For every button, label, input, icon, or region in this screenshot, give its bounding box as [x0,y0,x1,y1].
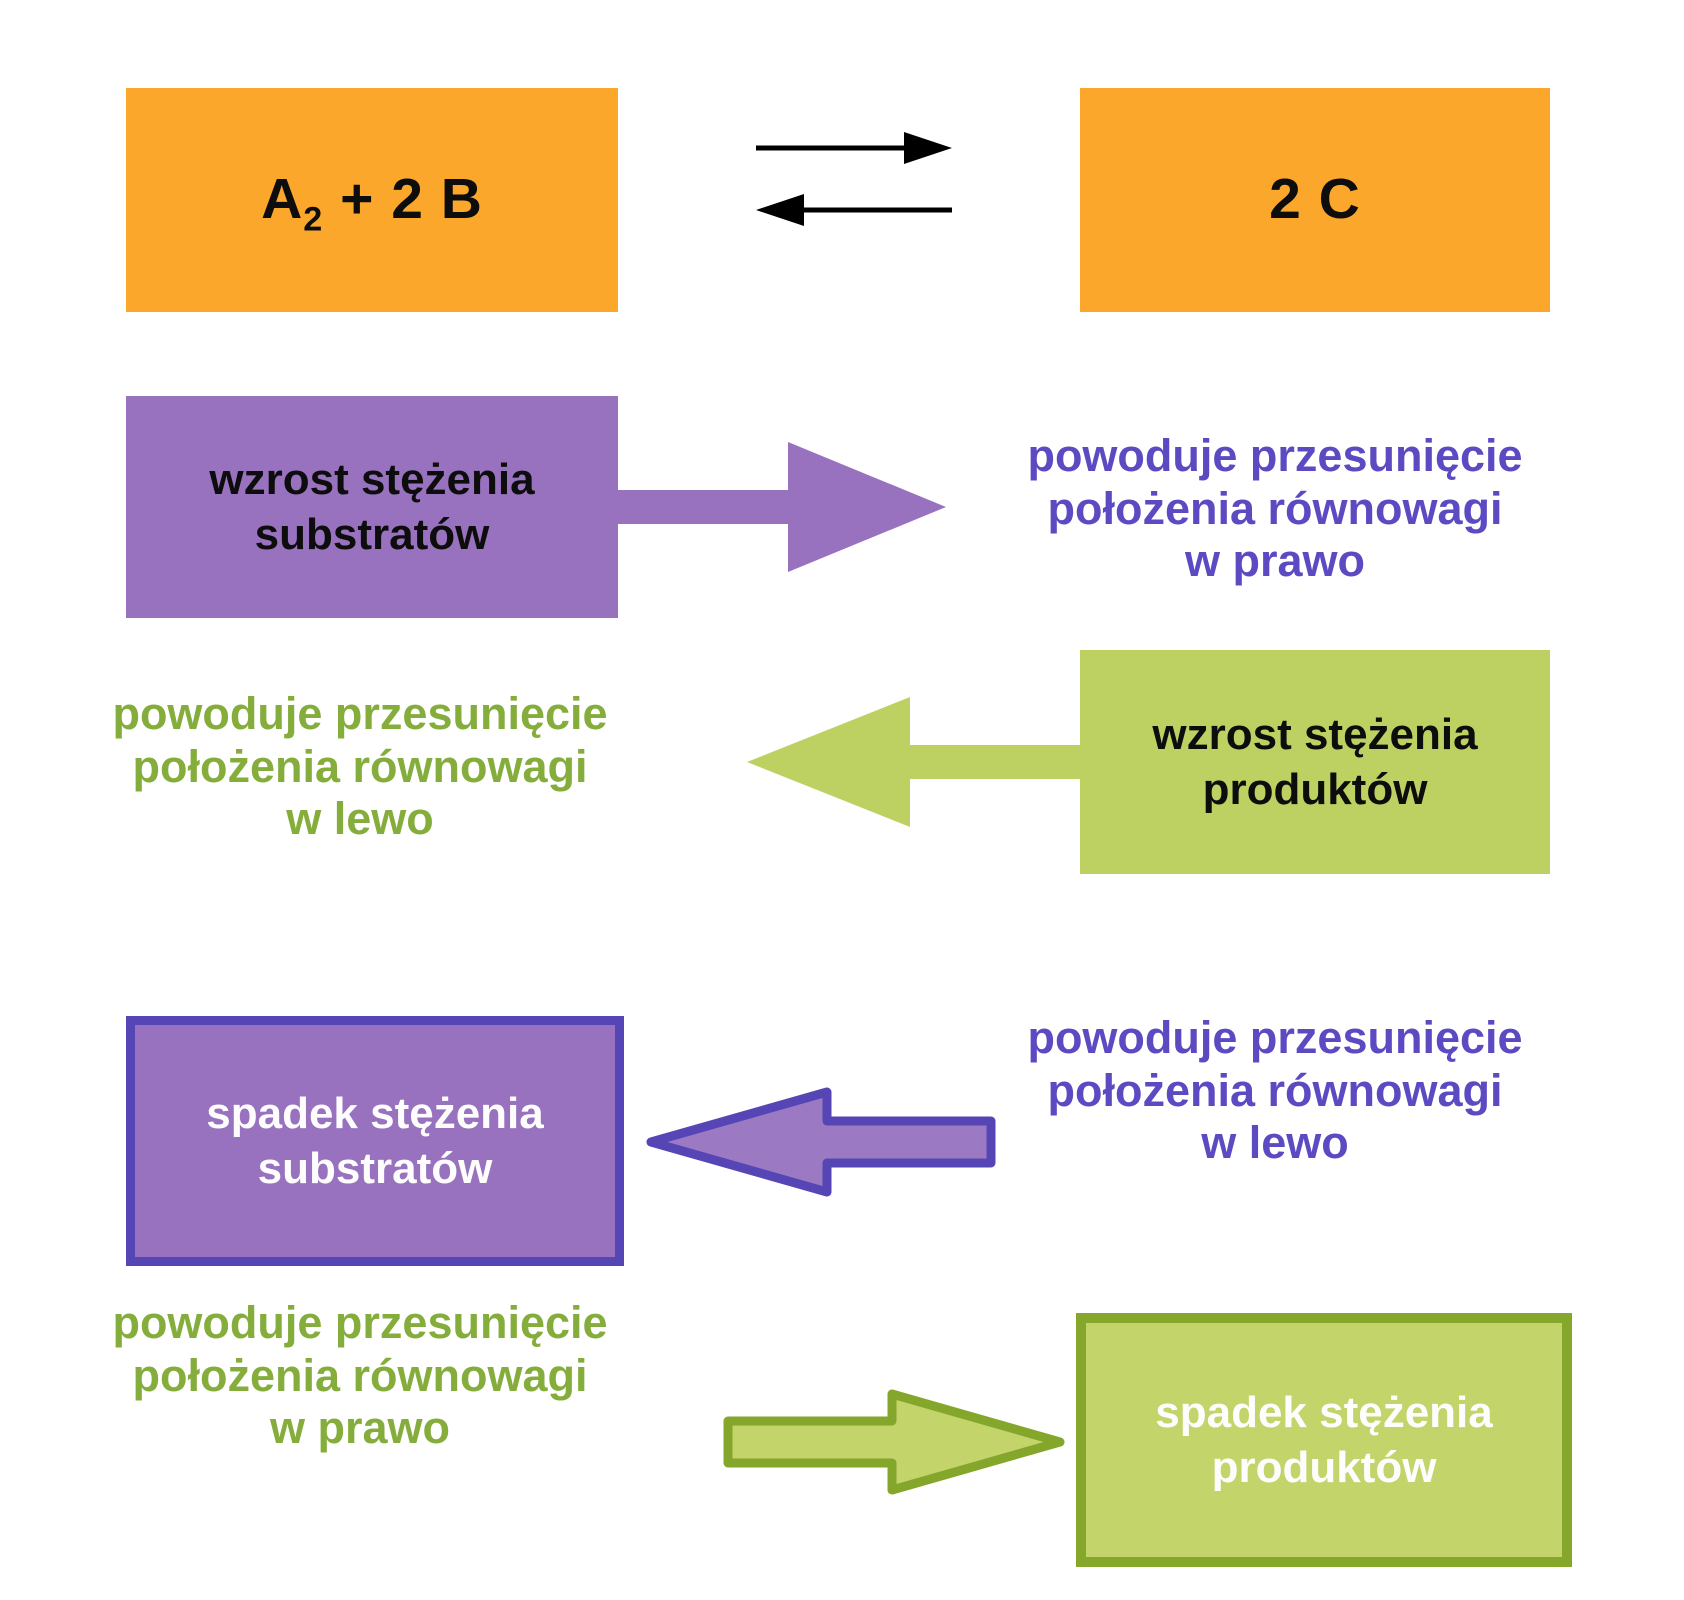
effect-line: powoduje przesunięcie [112,1297,608,1348]
outlined-arrow-left-icon [646,1087,996,1197]
substrate-symbol: A [261,167,304,232]
cause-line: substratów [254,510,490,559]
cause-line: substratów [257,1144,493,1193]
cause-line: spadek stężenia [206,1089,544,1138]
cause-box-decrease-substrates: spadek stężenia substratów [126,1016,624,1266]
effect-line: w prawo [269,1402,451,1454]
effect-text-shift-left: powoduje przesunięcie położenia równowag… [80,688,640,846]
effect-line: położenia równowagi [1047,1064,1503,1116]
cause-line: produktów [1211,1443,1437,1492]
effect-text-shift-right: powoduje przesunięcie położenia równowag… [1000,430,1550,588]
effect-line: powoduje przesunięcie [112,688,608,739]
effect-text-shift-right-2: powoduje przesunięcie położenia równowag… [80,1297,640,1455]
cause-box-increase-substrates: wzrost stężenia substratów [126,396,618,618]
effect-line: powoduje przesunięcie [1027,430,1523,481]
effect-line: w prawo [1184,535,1366,587]
effect-text-shift-left-2: powoduje przesunięcie położenia równowag… [1000,1012,1550,1170]
equilibrium-arrows-icon [756,132,952,226]
cause-line: wzrost stężenia [1152,710,1478,759]
effect-line: w lewo [1201,1117,1349,1169]
cause-line: spadek stężenia [1155,1388,1493,1437]
effect-line: w lewo [286,793,434,845]
cause-line: produktów [1202,765,1428,814]
cause-box-decrease-products: spadek stężenia produktów [1076,1313,1572,1567]
outlined-arrow-right-icon [723,1389,1065,1495]
effect-line: położenia równowagi [132,1349,588,1401]
cause-line: wzrost stężenia [209,455,535,504]
cause-box-increase-products: wzrost stężenia produktów [1080,650,1550,874]
effect-line: położenia równowagi [1047,482,1503,534]
substrates-equation-box: A2 + 2 B [126,88,618,312]
effect-line: położenia równowagi [132,740,588,792]
substrate-subscript: 2 [303,200,324,239]
substrate-rest: + 2 B [323,167,483,232]
products-equation-box: 2 C [1080,88,1550,312]
block-arrow-left-icon [747,697,1080,827]
effect-line: powoduje przesunięcie [1027,1012,1523,1063]
substrates-equation: A2 + 2 B [261,164,483,236]
products-equation: 2 C [1269,167,1361,232]
block-arrow-right-icon [618,442,946,572]
